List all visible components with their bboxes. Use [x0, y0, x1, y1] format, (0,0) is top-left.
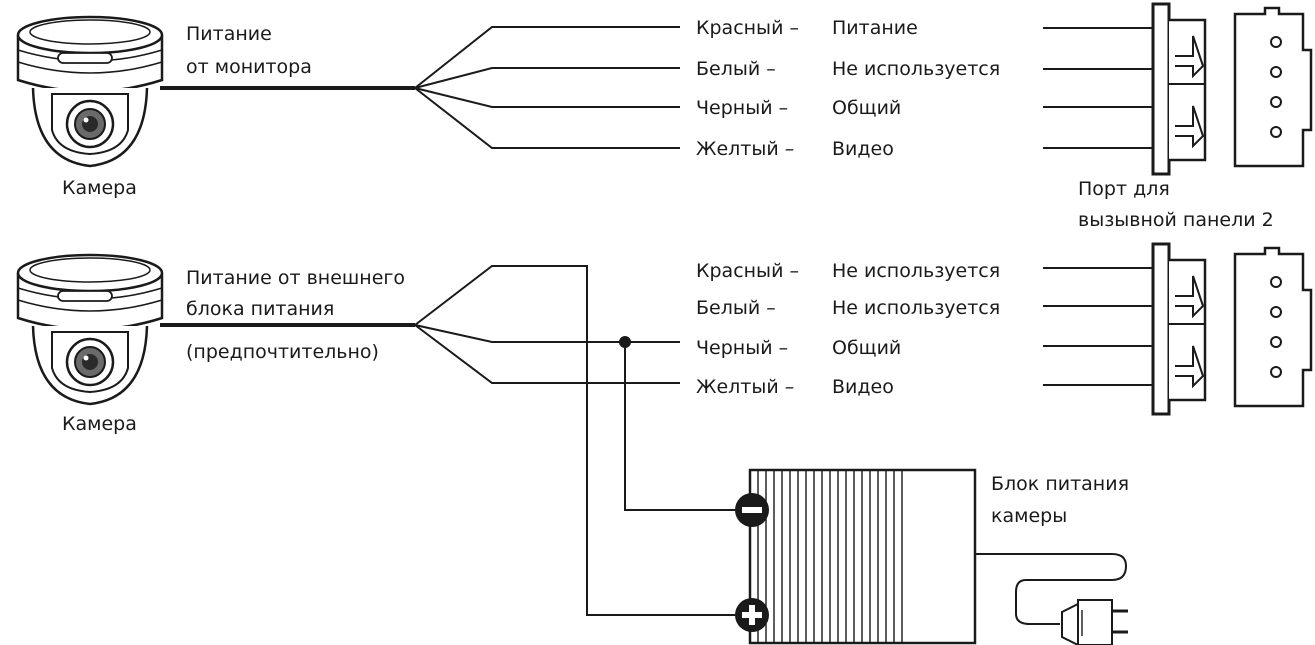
wiring-2-labels: Красный – Не используется Белый – Не исп…: [696, 260, 1000, 398]
wire-color-label: Желтый –: [696, 138, 794, 160]
wire-color-label: Красный –: [696, 17, 799, 39]
wire-function-label: Видео: [832, 138, 894, 160]
connector-icon: [1151, 242, 1313, 416]
connector-1-pin-leads: [1043, 27, 1152, 149]
wire-color-label: Желтый –: [696, 376, 794, 398]
wire-color-label: Белый –: [696, 297, 776, 319]
wire-function-label: Не используется: [832, 58, 1000, 80]
power-supply-label-line-1: Блок питания: [991, 473, 1129, 495]
wire-function-label: Питание: [832, 17, 918, 39]
power-supply-label-line-2: камеры: [991, 505, 1067, 527]
dome-camera-icon: [16, 253, 164, 406]
camera-1-power-note-line-1: Питание: [186, 23, 272, 45]
camera-2-wire-fan: [414, 265, 735, 616]
wire-function-label: Общий: [832, 97, 901, 119]
camera-2-caption: Камера: [62, 413, 137, 435]
minus-terminal-icon: [735, 493, 769, 527]
camera-2-power-note-line-1: Питание от внешнего: [186, 267, 405, 289]
camera-1-power-note-line-2: от монитора: [186, 56, 312, 78]
wiring-1-labels: Красный – Питание Белый – Не используетс…: [696, 17, 1000, 160]
camera-2-power-note-line-3: (предпочтительно): [186, 341, 379, 363]
wire-function-label: Не используется: [832, 260, 1000, 282]
plug-icon: [1061, 599, 1128, 645]
wire-color-label: Черный –: [696, 97, 788, 119]
port-label-line-2: вызывной панели 2: [1078, 209, 1274, 231]
wire-function-label: Общий: [832, 337, 901, 359]
wire-color-label: Белый –: [696, 58, 776, 80]
camera-1-wire-fan: [414, 26, 680, 149]
connector-2-pin-leads: [1043, 267, 1152, 386]
plus-terminal-icon: [735, 598, 769, 632]
wire-function-label: Не используется: [832, 297, 1000, 319]
camera-1-caption: Камера: [62, 177, 137, 199]
dome-camera-icon: [16, 15, 164, 168]
wire-function-label: Видео: [832, 376, 894, 398]
power-supply-icon: [748, 468, 977, 645]
camera-2-power-note-line-2: блока питания: [186, 298, 334, 320]
port-label-line-1: Порт для: [1078, 178, 1170, 200]
mains-cord: [975, 553, 1128, 625]
wire-color-label: Черный –: [696, 337, 788, 359]
wire-color-label: Красный –: [696, 260, 799, 282]
connector-icon: [1151, 2, 1313, 176]
